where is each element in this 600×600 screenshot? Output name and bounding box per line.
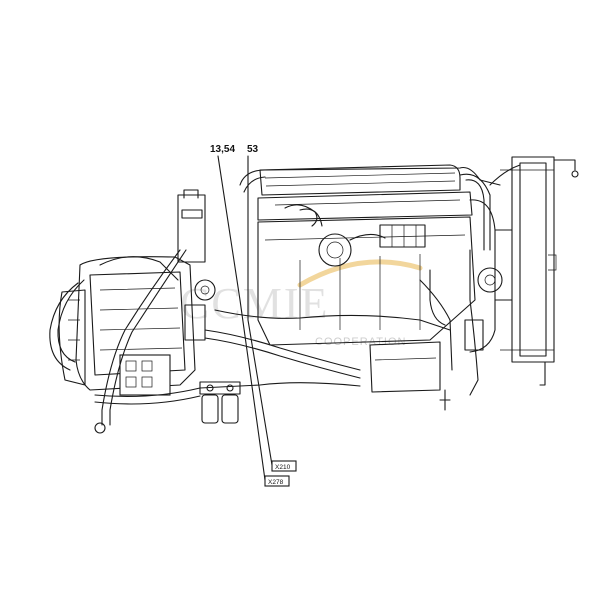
connector-tag-x210: X210 [271, 460, 297, 472]
connector-tag-x210-label: X210 [275, 464, 291, 471]
radiator [489, 156, 579, 386]
callout-label-13-54: 13,54 [210, 144, 235, 155]
watermark-brand: CCMIE [180, 279, 329, 328]
engine-block [257, 164, 503, 411]
transmission-housing [58, 189, 216, 396]
connector-tag-x278: X278 [264, 475, 290, 487]
callout-label-53: 53 [247, 144, 259, 155]
connector-tag-x278-label: X278 [268, 479, 284, 486]
callout-leaders [217, 155, 273, 481]
hoses [49, 249, 479, 434]
coolant-pipes-top [239, 166, 501, 251]
